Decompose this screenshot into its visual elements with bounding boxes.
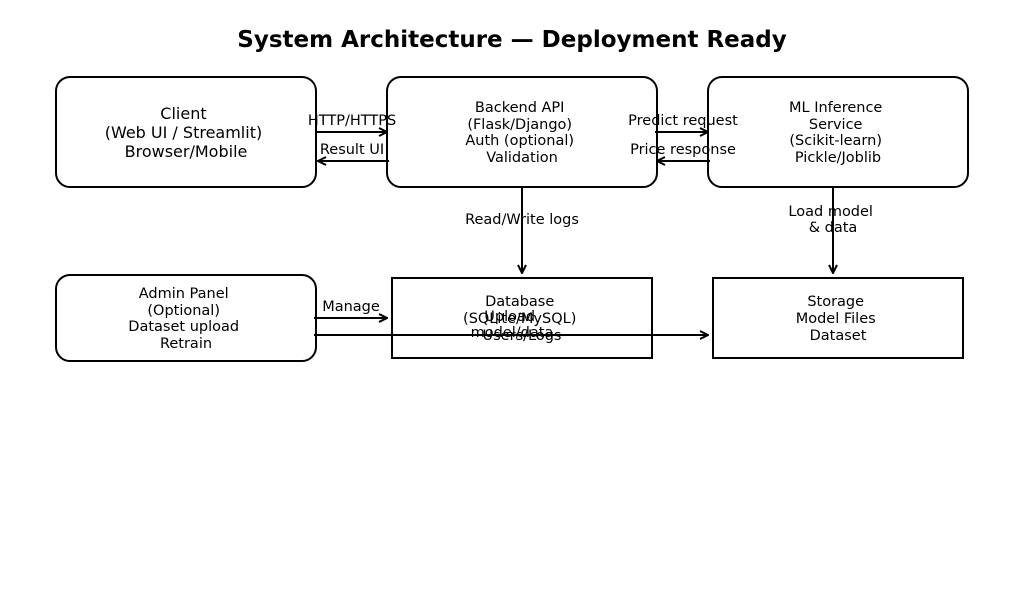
edge-label-price: Price response <box>630 142 736 158</box>
edge-label-predict: Predict request <box>628 113 738 129</box>
backend-line-3: Auth (optional) <box>465 133 574 149</box>
storage-line-2: Model Files <box>796 311 876 327</box>
database-line-1: Database <box>485 294 554 310</box>
backend-line-4: Validation <box>486 150 558 166</box>
admin-line-2: (Optional) <box>147 303 220 319</box>
admin-line-3: Dataset upload <box>128 319 239 335</box>
svg-text:Database (SQLite/MySQL): Database (SQLite/MySQL) Users/Logs <box>463 294 581 344</box>
svg-text:ML Inference Service: ML Inference Service (Scikit-learn) Pick… <box>789 100 887 166</box>
admin-line-4: Retrain <box>160 336 212 352</box>
database-node: Database (SQLite/MySQL) Users/Logs <box>391 277 653 359</box>
ml-line-2: Service <box>809 117 863 133</box>
diagram-title: System Architecture — Deployment Ready <box>237 27 786 53</box>
ml-line-1: ML Inference <box>789 100 882 116</box>
ml-line-4: Pickle/Joblib <box>795 150 881 166</box>
svg-text:Backend API (Flask/Djang: Backend API (Flask/Django) Auth (optiona… <box>465 100 578 166</box>
backend-line-1: Backend API <box>475 100 565 116</box>
admin-line-1: Admin Panel <box>139 286 229 302</box>
client-node: Client (Web UI / Streamlit) Browser/Mobi… <box>55 76 317 188</box>
edge-label-rwlogs: Read/Write logs <box>465 212 579 228</box>
edge-label-manage: Manage <box>322 299 380 315</box>
ml-inference-node: ML Inference Service (Scikit-learn) Pick… <box>707 76 969 188</box>
admin-panel-node: Admin Panel (Optional) Dataset upload Re… <box>55 274 317 362</box>
database-line-2: (SQLite/MySQL) <box>463 311 576 327</box>
edge-label-upload: Upload model/data <box>471 309 554 341</box>
storage-node: Storage Model Files Dataset <box>712 277 964 359</box>
edge-label-http: HTTP/HTTPS <box>308 113 396 129</box>
client-line-3: Browser/Mobile <box>125 142 248 161</box>
backend-node: Backend API (Flask/Django) Auth (optiona… <box>386 76 658 188</box>
svg-text:Client (Web UI / Streaml: Client (Web UI / Streamlit) Browser/Mobi… <box>105 104 268 161</box>
edge-label-loadmodel: Load model & data <box>788 204 877 236</box>
storage-line-3: Dataset <box>810 328 867 344</box>
svg-text:Storage Model Files: Storage Model Files Dataset <box>796 294 881 344</box>
backend-line-2: (Flask/Django) <box>467 117 572 133</box>
client-line-1: Client <box>160 104 206 123</box>
edge-label-result: Result UI <box>320 142 384 158</box>
client-line-2: (Web UI / Streamlit) <box>105 123 263 142</box>
svg-text:Admin Panel (Optional): Admin Panel (Optional) Dataset upload Re… <box>128 286 243 352</box>
storage-line-1: Storage <box>807 294 864 310</box>
ml-line-3: (Scikit-learn) <box>789 133 882 149</box>
